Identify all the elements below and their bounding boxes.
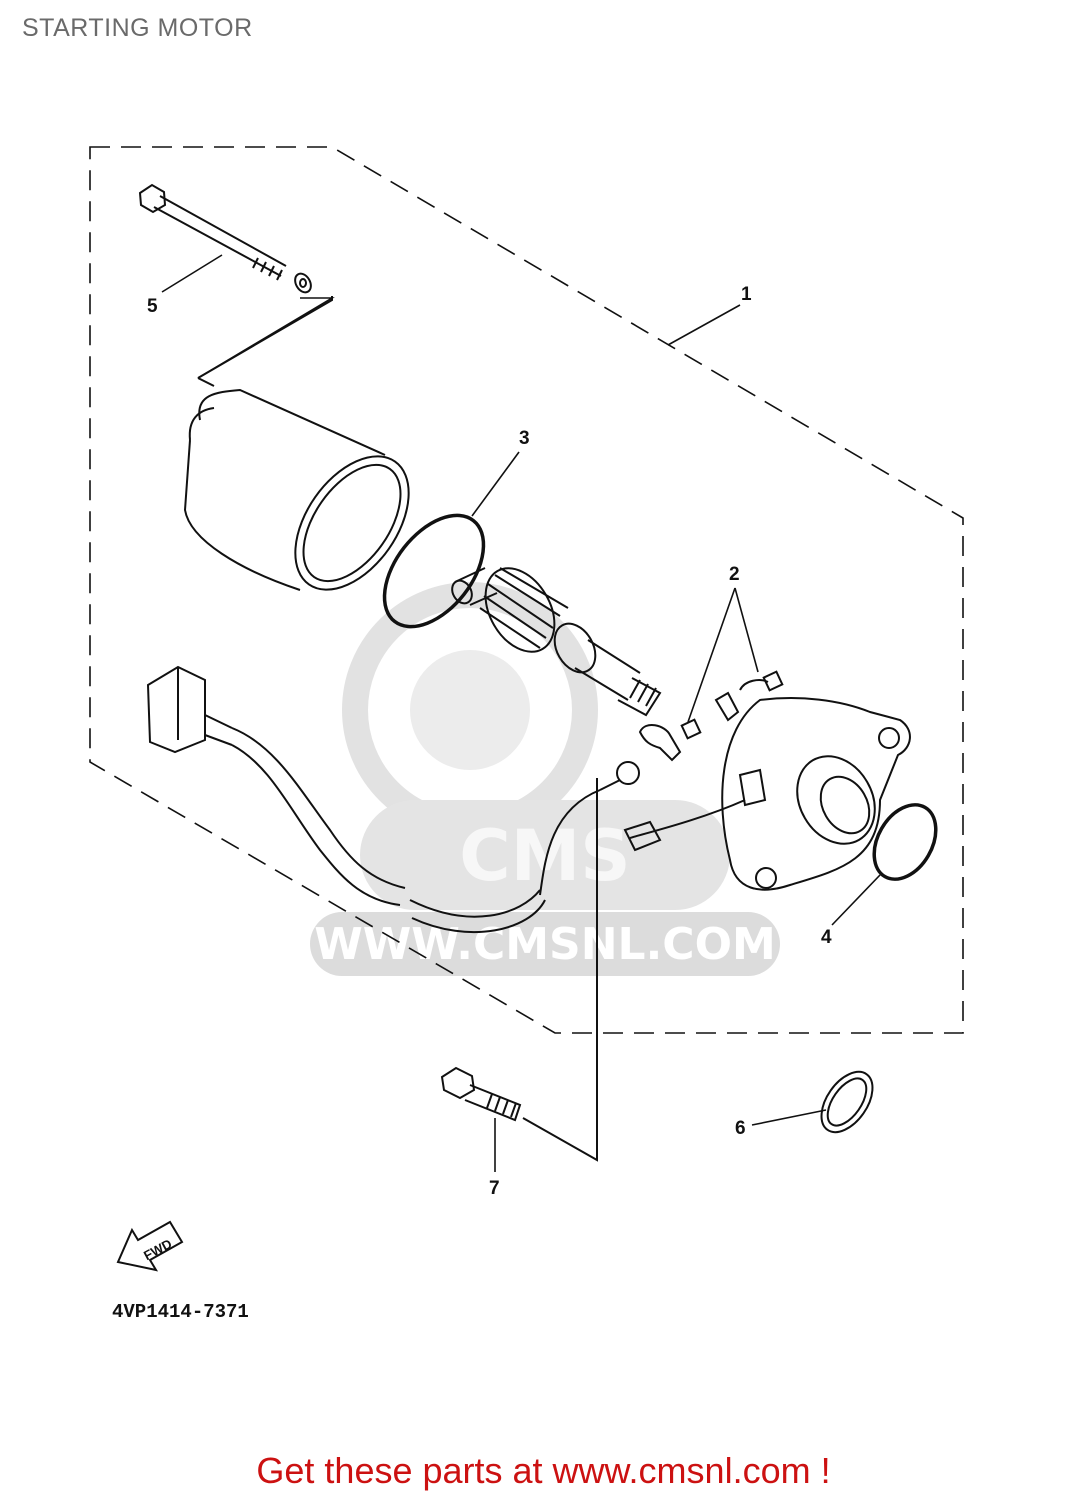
watermark-text: WWW.CMSNL.COM (314, 919, 776, 970)
callout-6: 6 (735, 1118, 746, 1139)
leader-lines (161, 254, 881, 1172)
brush-set (638, 670, 784, 762)
watermark: CMS WWW.CMSNL.COM (310, 582, 780, 976)
callout-5: 5 (147, 296, 158, 317)
long-bolt (138, 183, 312, 294)
callout-2: 2 (729, 564, 740, 585)
watermark-logo: CMS (459, 815, 630, 897)
callout-1: 1 (741, 284, 752, 305)
mounting-bolt (440, 778, 598, 1162)
motor-cable (146, 665, 746, 934)
o-ring-small (872, 803, 938, 881)
fwd-arrow-icon: FWD (116, 1220, 184, 1272)
assembly-boundary (89, 146, 964, 1034)
page-title: STARTING MOTOR (22, 14, 253, 42)
callout-7: 7 (489, 1178, 500, 1199)
o-ring-large (382, 513, 486, 629)
front-cover (721, 697, 911, 891)
callout-4: 4 (821, 927, 832, 948)
cmsnl-link[interactable]: Get these parts at www.cmsnl.com ! (256, 1450, 831, 1491)
armature (451, 567, 662, 717)
diagram-code: 4VP1414-7371 (112, 1301, 249, 1323)
callout-3: 3 (519, 428, 530, 449)
gasket-washer (820, 1070, 874, 1134)
